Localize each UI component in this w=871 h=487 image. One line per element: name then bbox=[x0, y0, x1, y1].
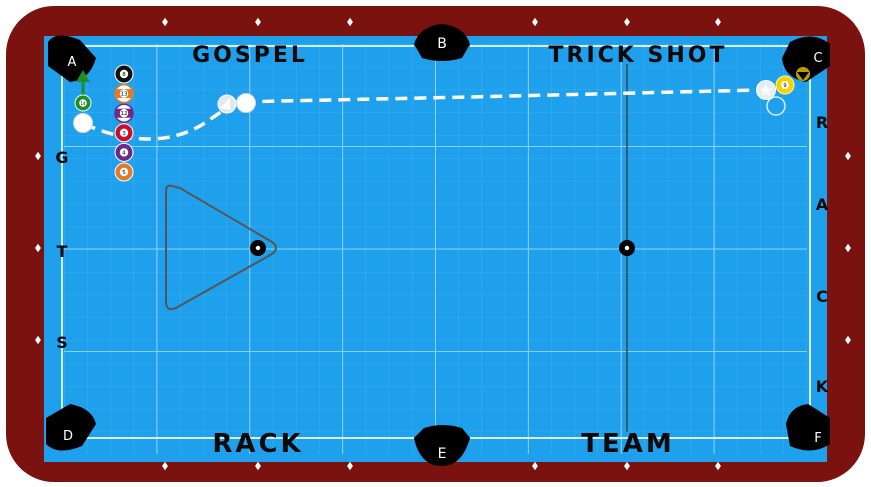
svg-text:TEAM: TEAM bbox=[581, 429, 675, 459]
ball-3: 3 bbox=[115, 124, 133, 142]
ball-number-label: 4 bbox=[122, 150, 126, 156]
svg-text:B: B bbox=[437, 36, 447, 52]
svg-text:F: F bbox=[814, 431, 821, 446]
ball-12: 12 bbox=[115, 104, 133, 122]
green-ball: 14 bbox=[75, 95, 91, 111]
cue-ball-end bbox=[757, 81, 776, 100]
cue-ball-contact bbox=[237, 94, 256, 113]
head-spot bbox=[619, 240, 635, 256]
ball-number-label: 3 bbox=[122, 131, 126, 137]
banner-top-left: GOSPEL bbox=[192, 43, 308, 68]
banner-top-right: TRICK SHOT bbox=[549, 43, 728, 68]
svg-text:GOSPEL: GOSPEL bbox=[192, 43, 308, 68]
ball-4: 4 bbox=[115, 143, 133, 161]
banner-bottom-left: RACK bbox=[212, 429, 303, 459]
svg-text:R: R bbox=[816, 113, 828, 132]
svg-text:A: A bbox=[816, 195, 829, 214]
banner-bottom-right: TEAM bbox=[581, 429, 675, 459]
svg-text:S: S bbox=[56, 333, 68, 352]
ghost-yellow-ball bbox=[796, 67, 810, 81]
svg-text:C: C bbox=[813, 51, 822, 66]
yellow-ball: 9 bbox=[776, 76, 794, 94]
svg-text:14: 14 bbox=[80, 101, 86, 106]
svg-text:T: T bbox=[57, 242, 68, 261]
svg-text:C: C bbox=[816, 287, 828, 306]
ball-5: 5 bbox=[115, 163, 133, 181]
cue-ball-start bbox=[74, 114, 93, 133]
svg-text:RACK: RACK bbox=[212, 429, 303, 459]
foot-spot bbox=[250, 240, 266, 256]
ghost-cue-ball bbox=[218, 95, 236, 113]
ball-number-label: 13 bbox=[121, 92, 128, 98]
ball-number-label: 8 bbox=[122, 72, 126, 78]
svg-text:G: G bbox=[55, 148, 68, 167]
ball-number-label: 12 bbox=[121, 111, 128, 117]
svg-text:TRICK SHOT: TRICK SHOT bbox=[549, 43, 728, 68]
svg-text:A: A bbox=[68, 55, 77, 70]
svg-text:9: 9 bbox=[783, 83, 786, 89]
svg-text:K: K bbox=[816, 377, 829, 396]
ball-13: 13 bbox=[115, 85, 133, 103]
svg-text:E: E bbox=[438, 446, 447, 462]
ball-number-label: 5 bbox=[122, 170, 126, 176]
ball-8: 8 bbox=[115, 65, 133, 83]
svg-text:D: D bbox=[63, 429, 73, 444]
